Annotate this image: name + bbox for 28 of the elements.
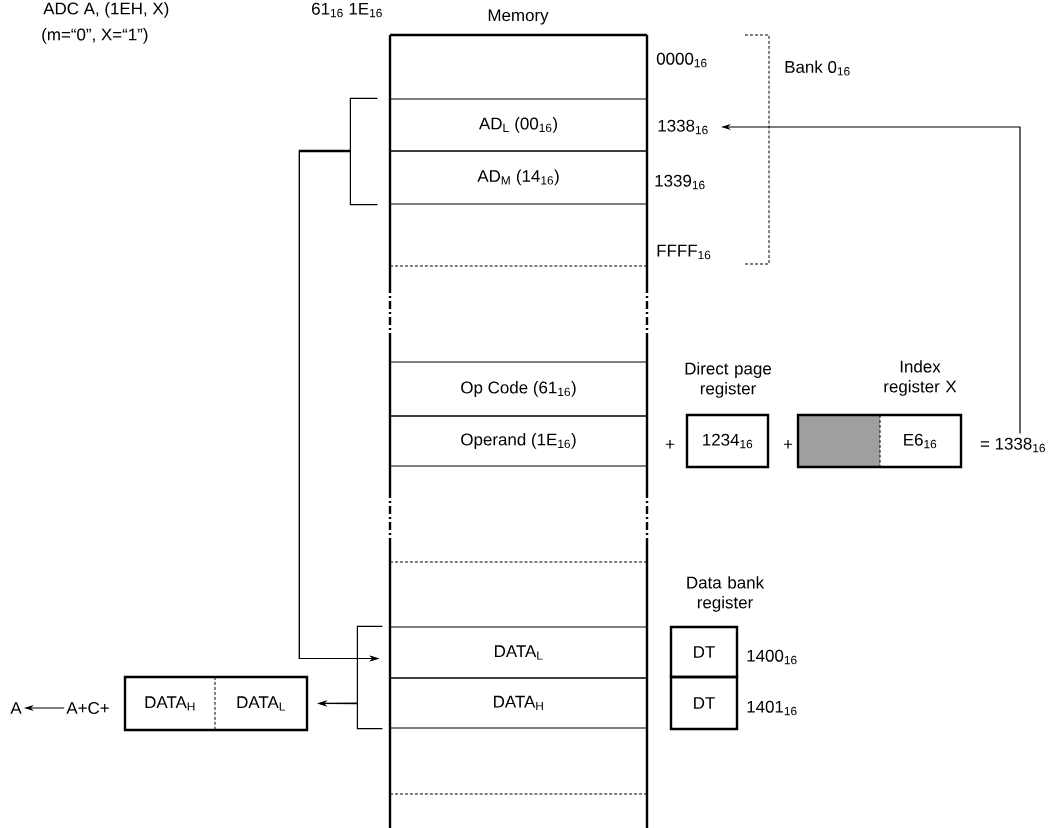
address-label: 0000$_{16}$ (656, 52, 707, 68)
register-box: DT (669, 675, 739, 731)
address-label: FFFF$_{16}$ (657, 244, 711, 260)
address-label: 1401$_{16}$ (747, 700, 797, 716)
instruction-text: ADC A, (1EH, X) (43, 2, 169, 18)
expression-text: A+C+ (66, 702, 109, 714)
node-label: Direct page register (685, 362, 772, 398)
address-label: 1339$_{16}$ (655, 174, 705, 190)
memory-cell: AD$_{L}$ (00$_{16}$) (389, 98, 648, 152)
expression-text: A (10, 702, 22, 714)
memory-cell: DATA$_{H}$ (389, 677, 648, 729)
register-box: Direct page register 1234$_{16}$ (685, 362, 771, 469)
address-label: 1338$_{16}$ (658, 119, 708, 135)
memory-cell: Operand (1E$_{16}$) (389, 415, 648, 467)
address-label: 1400$_{16}$ (747, 649, 797, 665)
plus-sign: + (783, 440, 793, 449)
plus-sign: + (665, 440, 675, 449)
expression-text: = 1338$_{16}$ (980, 437, 1045, 453)
register-box: Index register X E6$_{16}$ (796, 360, 963, 469)
memory-cell: DATA$_{L}$ (389, 626, 648, 679)
memory-cell: AD$_{M}$ (14$_{16}$) (389, 150, 648, 205)
memory-cell: Op Code (61$_{16}$) (389, 361, 648, 417)
result-box: DATA$_{H}$ DATA$_{L}$ (123, 675, 309, 732)
node-label: Index register X (884, 360, 957, 396)
mode-text: (m=“0”, X=“1”) (42, 28, 148, 44)
bank-label: Bank 0$_{16}$ (785, 60, 850, 76)
node-label: Data bank register (687, 576, 765, 612)
code-bytes-text: 61$_{16}$ 1E$_{16}$ (312, 2, 382, 18)
